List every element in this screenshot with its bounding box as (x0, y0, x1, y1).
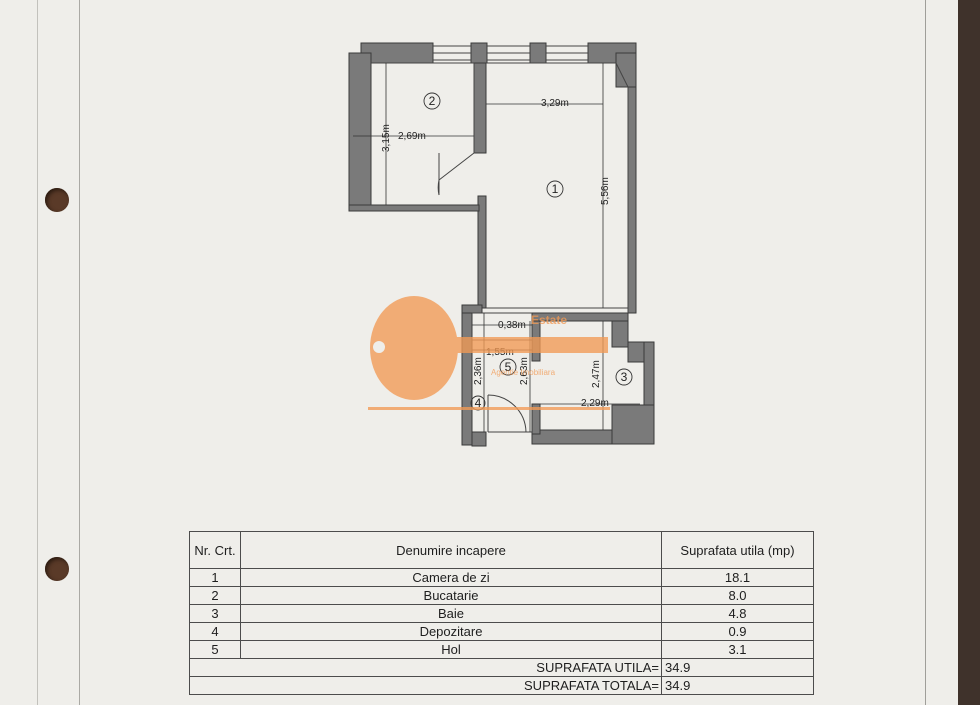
background-edge (958, 0, 980, 705)
table-row: 1 Camera de zi 18.1 (189, 568, 814, 587)
agency-watermark: Estate Agentie Imobiliara (368, 296, 610, 410)
summary-row-totala: SUPRAFATA TOTALA= 34.9 (189, 676, 814, 695)
watermark-line1: Estate (531, 313, 567, 327)
room-number-2: 2 (429, 94, 436, 108)
wall-partition (473, 62, 487, 154)
room-number-3: 3 (621, 370, 628, 384)
dim-hall-height-a: 2,36m (473, 357, 484, 385)
dim-bath-width: 2,29m (581, 398, 609, 409)
watermark-line2: Agentie Imobiliara (491, 368, 556, 377)
summary-value-utila: 34.9 (661, 658, 814, 677)
dim-room2-width: 2,69m (398, 131, 426, 142)
room-number-4: 4 (475, 396, 482, 410)
wall-bath-top (531, 312, 629, 322)
summary-row-utila: SUPRAFATA UTILA= 34.9 (189, 658, 814, 677)
dim-hall-height-b: 2,63m (519, 357, 530, 385)
header-nr: Nr. Crt. (189, 531, 241, 569)
wall-left-room2 (348, 52, 372, 210)
wall-partition-lower (477, 195, 487, 309)
room-number-1: 1 (552, 182, 559, 196)
summary-value-totala: 34.9 (661, 676, 814, 695)
wall-top-left (360, 42, 434, 64)
summary-label-utila: SUPRAFATA UTILA= (189, 658, 662, 677)
wall-bath-left-low (531, 403, 541, 435)
dim-bath-height: 2,47m (591, 360, 602, 388)
wall-top-mid2 (529, 42, 547, 64)
wall-right-top (615, 52, 637, 88)
wall-left-hall (461, 304, 473, 446)
wall-right-room1 (627, 86, 637, 314)
door-room2 (437, 152, 475, 196)
door-hall (487, 394, 532, 433)
dim-room1-height: 5,56m (600, 177, 611, 205)
dim-room1-width: 3,29m (541, 98, 569, 109)
wall-bath-bottom (531, 429, 613, 445)
table-row: 5 Hol 3.1 (189, 640, 814, 659)
wall-top-mid (470, 42, 488, 64)
table-row: 3 Baie 4.8 (189, 604, 814, 623)
wall-bath-bottom-block (611, 404, 655, 445)
wall-bath-corner (611, 320, 629, 348)
dim-hall-a: 0,38m (498, 320, 526, 331)
table-row: 4 Depozitare 0.9 (189, 622, 814, 641)
wall-hall-top (461, 304, 483, 314)
room-number-5: 5 (505, 360, 512, 374)
margin-line (79, 0, 80, 705)
paper-edge-line (37, 0, 38, 705)
header-area: Suprafata utila (mp) (661, 531, 814, 569)
punch-hole-top (45, 188, 69, 212)
punch-hole-bottom (45, 557, 69, 581)
rooms-table: Nr. Crt. Denumire incapere Suprafata uti… (189, 531, 814, 695)
wall-bottom-room2 (348, 204, 480, 212)
page-edge-line (925, 0, 926, 705)
summary-label-totala: SUPRAFATA TOTALA= (189, 676, 662, 695)
table-row: 2 Bucatarie 8.0 (189, 586, 814, 605)
wall-hall-corner (471, 431, 487, 447)
dim-room2-height: 3,15m (381, 124, 392, 152)
header-name: Denumire incapere (240, 531, 662, 569)
